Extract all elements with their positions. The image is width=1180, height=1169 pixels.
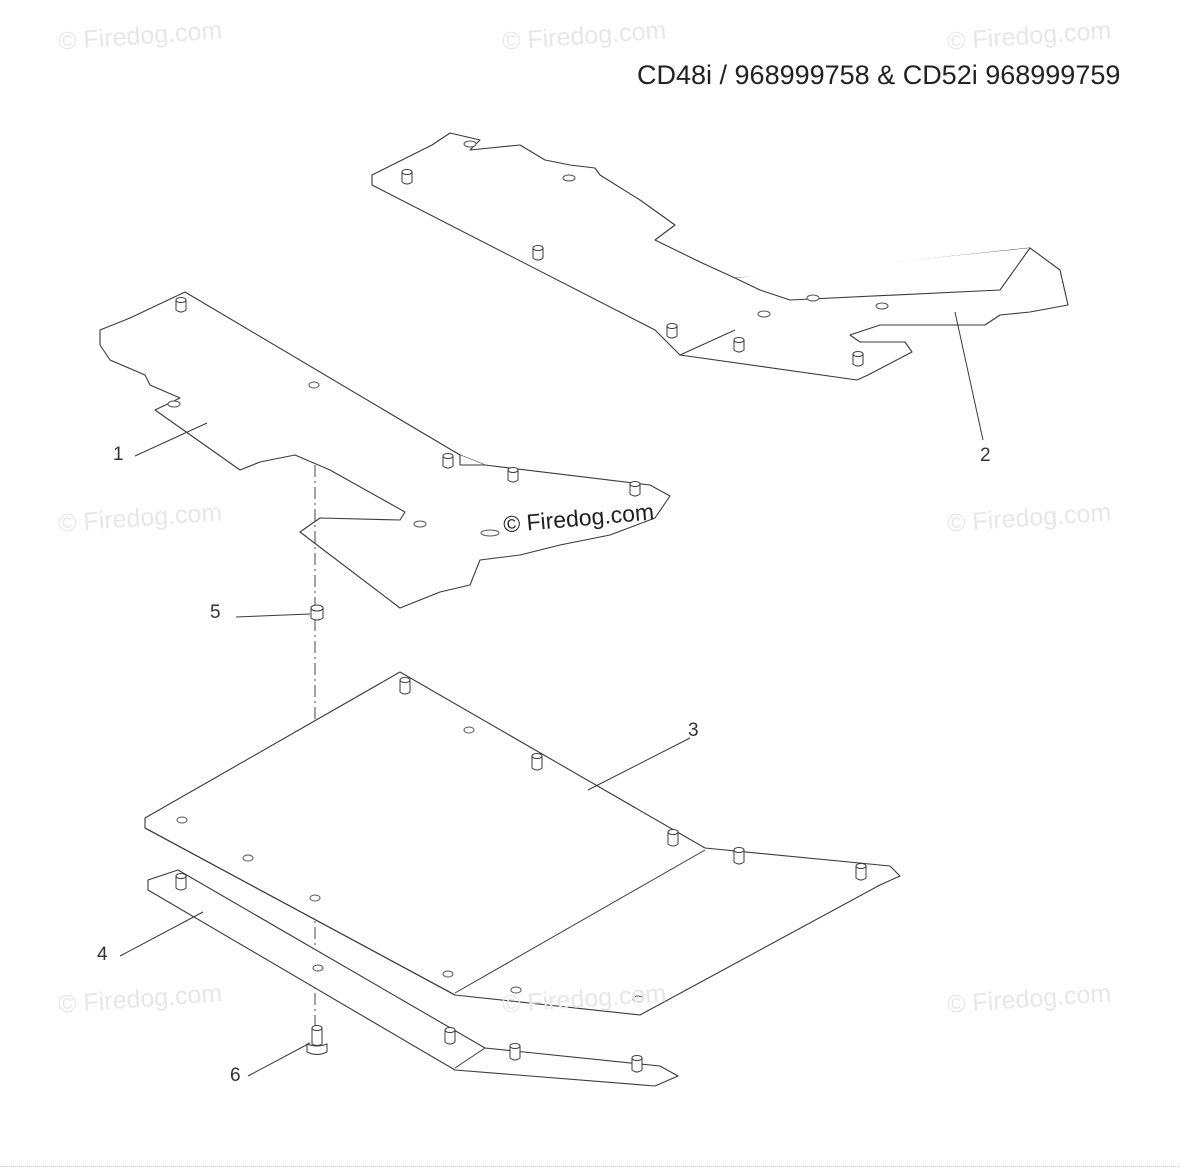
part-1-plate (99, 291, 671, 609)
callout-2: 2 (980, 445, 991, 466)
bottom-divider (0, 1166, 1180, 1167)
part-2-plate (371, 132, 1069, 381)
callout-3: 3 (688, 720, 699, 741)
part-6-bolt (306, 1025, 328, 1055)
part-5-nut (310, 604, 324, 621)
callout-6: 6 (230, 1065, 241, 1086)
leader-1 (134, 422, 208, 457)
callout-1: 1 (113, 444, 124, 465)
leader-3 (587, 737, 691, 791)
page-title: CD48i / 968999758 & CD52i 968999759 (637, 60, 1121, 90)
callout-4: 4 (97, 944, 108, 965)
leader-2 (954, 311, 984, 441)
part-4-bar (147, 869, 679, 1087)
leader-6 (247, 1042, 311, 1077)
part-3-plate (144, 671, 901, 1016)
callout-5: 5 (210, 602, 221, 623)
leader-5 (235, 613, 311, 618)
leader-4 (119, 911, 204, 957)
